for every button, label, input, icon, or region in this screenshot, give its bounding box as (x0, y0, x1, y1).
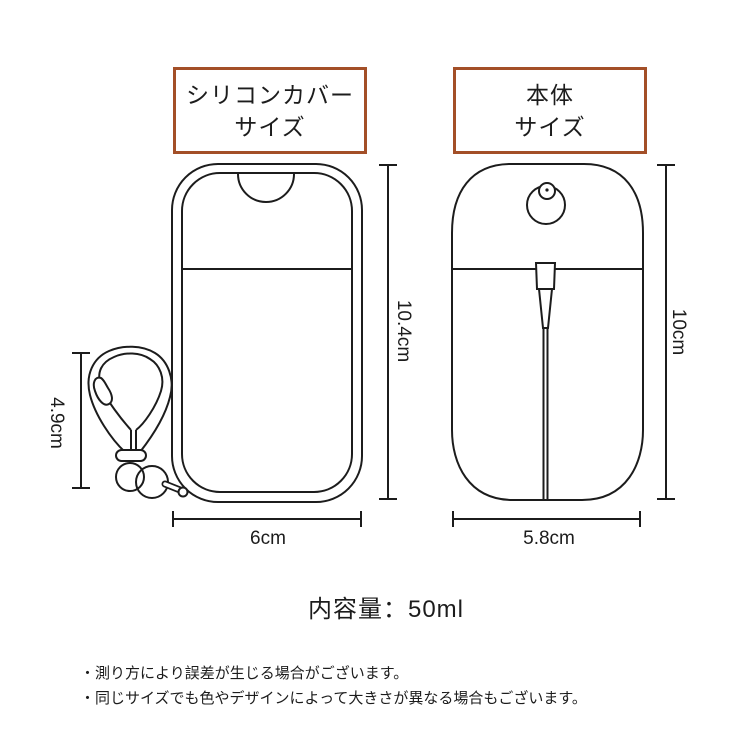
body-width-label: 5.8cm (523, 528, 575, 549)
footnote-variation: ・同じサイズでも色やデザインによって大きさが異なる場合もございます。 (80, 690, 587, 707)
cover-dimension-lines (72, 164, 397, 527)
cover-size-title-box: シリコンカバー サイズ (173, 67, 367, 154)
cover-height-label: 10.4cm (393, 299, 414, 363)
spray-nozzle-hole (545, 188, 549, 192)
pump-taper (537, 288, 554, 329)
body-size-title-line1: 本体 (526, 81, 574, 108)
clip-link-fill (163, 482, 182, 492)
body-size-title-line2: サイズ (514, 113, 586, 140)
body-size-title-box: 本体 サイズ (453, 67, 647, 154)
body-outline (451, 163, 644, 501)
cover-size-title-line2: サイズ (234, 113, 306, 140)
clip-gate (92, 376, 113, 406)
footnotes: ・測り方により誤差が生じる場合がございます。 ・同じサイズでも色やデザインによっ… (80, 661, 587, 711)
body-dimension-lines (452, 164, 675, 527)
footnote-measurement: ・測り方により誤差が生じる場合がございます。 (80, 665, 409, 682)
cover-nozzle-notch (237, 173, 295, 203)
pump-head (534, 262, 557, 290)
cover-outer-outline (171, 163, 363, 503)
clip-collar (115, 449, 147, 462)
cover-size-title-line1: シリコンカバー (186, 81, 354, 108)
clip-ring (177, 486, 189, 498)
silicone-cover-drawing (171, 163, 363, 503)
capacity-label: 内容量：50ml (307, 596, 465, 623)
clip-bead-left (115, 462, 145, 492)
clip-height-label: 4.9cm (46, 397, 67, 449)
clip-outer-loop (87, 345, 173, 453)
bottle-body-drawing (451, 163, 644, 501)
body-height-label: 10cm (668, 308, 689, 356)
cover-inner-outline (181, 172, 353, 493)
carabiner-clip (87, 345, 189, 499)
cover-width-label: 6cm (250, 528, 286, 549)
